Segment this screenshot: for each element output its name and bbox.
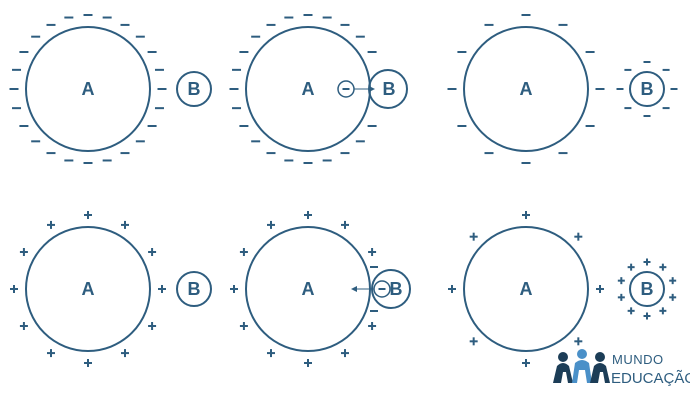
positive-charge-sign [617,277,625,285]
sphere-b-label: B [383,79,396,99]
mundo-educacao-logo: MUNDO EDUCAÇÃO [553,349,690,387]
positive-charge-sign [522,211,530,219]
positive-charge-sign [659,307,667,315]
positive-charge-sign [230,285,238,293]
positive-charge-sign [10,285,18,293]
positive-charge-sign [341,220,349,229]
positive-charge-sign [617,293,625,301]
sphere-b-label: B [188,279,201,299]
positive-charge-sign [368,322,377,330]
positive-charge-sign [643,258,651,266]
sphere-a [463,226,589,352]
sphere-b-label: B [188,79,201,99]
positive-charge-sign [84,359,92,367]
sphere-b-label: B [390,279,403,299]
positive-charge-sign [148,248,157,256]
positive-charge-sign [148,322,157,330]
sphere-a-label: A [82,79,95,99]
sphere-b-label: B [641,279,654,299]
positive-charge-sign [239,322,248,330]
positive-charge-sign [627,307,635,315]
sphere-a [25,26,151,152]
sphere-b [629,71,665,107]
positive-charge-sign [659,263,667,271]
positive-charge-sign [121,220,129,229]
sphere-a [25,226,151,352]
positive-charge-sign [304,359,312,367]
positive-charge-sign [448,285,456,293]
positive-charge-sign [341,349,349,358]
positive-charge-sign [627,263,635,271]
positive-charge-sign [643,312,651,320]
positive-charge-sign [267,349,275,358]
positive-charge-sign [469,232,478,241]
sphere-b-label: B [641,79,654,99]
positive-charge-sign [522,359,530,367]
sphere-a-label: A [520,79,533,99]
positive-charge-sign [574,232,583,241]
positive-charge-sign [368,248,377,256]
logo-line1: MUNDO [612,352,664,367]
sphere-a [463,26,589,152]
moving-electron [337,80,355,98]
positive-charge-sign [47,220,55,229]
sphere-b [176,71,212,107]
logo-line2: EDUCAÇÃO [611,370,690,387]
positive-charge-sign [574,337,583,346]
positive-charge-sign [19,322,28,330]
positive-charge-sign [669,293,677,301]
positive-charge-sign [158,285,166,293]
sphere-a-label: A [302,279,315,299]
sphere-b [629,271,665,307]
positive-charge-sign [596,285,604,293]
positive-charge-sign [469,337,478,346]
positive-charge-sign [121,349,129,358]
positive-charge-sign [84,211,92,219]
positive-charge-sign [304,211,312,219]
positive-charge-sign [19,248,28,256]
logo-figures-icon [553,349,610,383]
positive-charge-sign [239,248,248,256]
positive-charge-sign [47,349,55,358]
sphere-a-label: A [302,79,315,99]
positive-charge-sign [669,277,677,285]
positive-charge-sign [267,220,275,229]
sphere-a-label: A [520,279,533,299]
moving-electron [373,280,391,298]
sphere-a-label: A [82,279,95,299]
sphere-b [176,271,212,307]
